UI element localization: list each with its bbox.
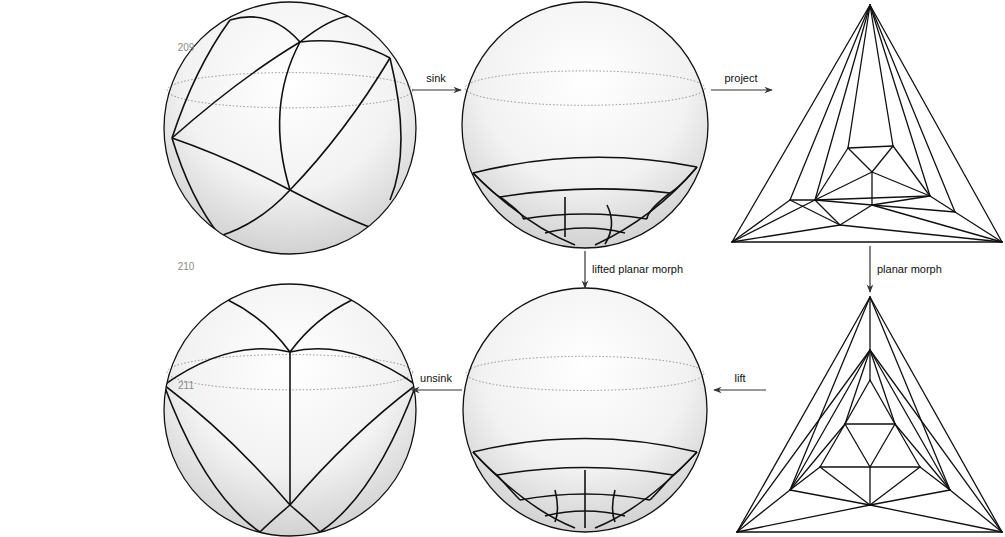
line-number: 210 bbox=[178, 261, 195, 273]
sphere-figure bbox=[164, 284, 416, 536]
planar-graph bbox=[737, 297, 1002, 532]
arrow-label: lift bbox=[735, 372, 746, 385]
arrow-label: unsink bbox=[420, 372, 452, 385]
line-number: 211 bbox=[178, 380, 194, 392]
sphere-figure bbox=[463, 288, 707, 532]
arrow-label: lifted planar morph bbox=[592, 263, 683, 276]
arrow-label: planar morph bbox=[877, 263, 942, 276]
arrow-label: sink bbox=[426, 72, 446, 85]
arrow-label: project bbox=[724, 72, 757, 85]
planar-graph bbox=[732, 5, 1002, 242]
line-number: 209 bbox=[178, 42, 195, 54]
sphere-figure bbox=[164, 2, 416, 254]
sphere-figure bbox=[462, 2, 708, 248]
morph-arrows bbox=[412, 90, 870, 390]
